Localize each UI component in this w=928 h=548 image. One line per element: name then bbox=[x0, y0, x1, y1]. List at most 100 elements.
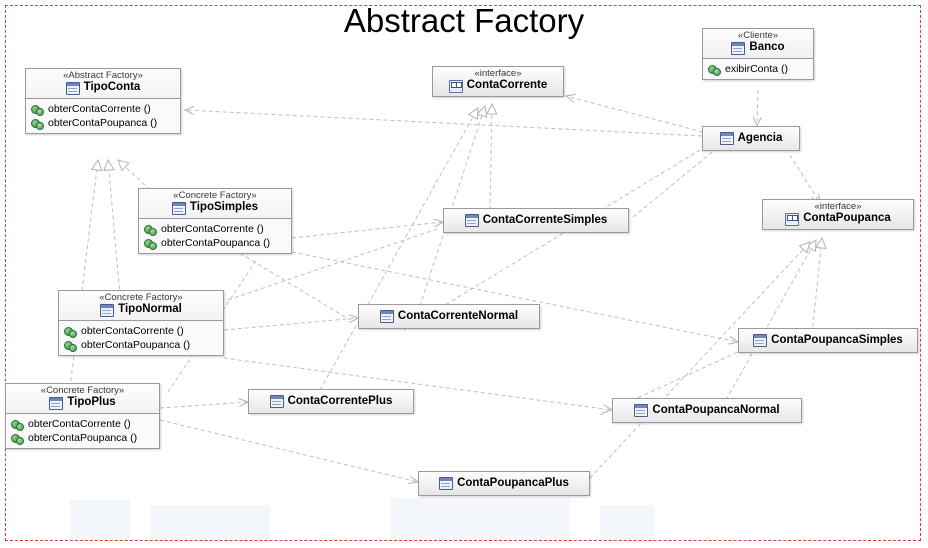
class-icon bbox=[100, 303, 115, 317]
node-members: exibirConta () bbox=[703, 58, 813, 79]
node-name-row: ContaCorrenteNormal bbox=[365, 310, 533, 324]
node-name-row: Banco bbox=[709, 41, 807, 55]
class-icon bbox=[464, 214, 479, 228]
member-row: obterContaPoupanca () bbox=[31, 116, 175, 130]
member-label: obterContaPoupanca () bbox=[161, 236, 271, 249]
node-header: ContaCorrentePlus bbox=[249, 390, 413, 413]
node-name: ContaPoupancaSimples bbox=[771, 334, 903, 346]
member-row: obterContaPoupanca () bbox=[64, 338, 218, 352]
method-icon bbox=[31, 103, 44, 116]
node-header: «interface» ContaPoupanca bbox=[763, 200, 913, 229]
class-icon bbox=[719, 132, 734, 146]
class-icon bbox=[379, 310, 394, 324]
node-tipoconta[interactable]: «Abstract Factory» TipoConta obterContaC… bbox=[25, 68, 181, 134]
divider bbox=[59, 319, 223, 321]
node-name-row: TipoPlus bbox=[12, 396, 153, 410]
node-contacorrenteplus[interactable]: ContaCorrentePlus bbox=[248, 389, 414, 415]
node-name: TipoNormal bbox=[118, 303, 182, 316]
node-header: «Cliente» Banco bbox=[703, 29, 813, 58]
node-name-row: ContaPoupanca bbox=[769, 212, 907, 226]
watermark-blob bbox=[600, 505, 655, 543]
member-label: obterContaCorrente () bbox=[81, 324, 184, 337]
node-contacorrentenormal[interactable]: ContaCorrenteNormal bbox=[358, 304, 540, 330]
node-contapoupancanormal[interactable]: ContaPoupancaNormal bbox=[612, 398, 802, 424]
node-name-row: ContaCorrenteSimples bbox=[450, 214, 622, 228]
method-icon bbox=[144, 237, 157, 250]
watermark-blob bbox=[70, 500, 130, 540]
node-header: ContaCorrenteSimples bbox=[444, 209, 628, 232]
node-name-row: ContaPoupancaPlus bbox=[425, 477, 583, 491]
node-banco[interactable]: «Cliente» Banco exibirConta () bbox=[702, 28, 814, 80]
node-tiponormal[interactable]: «Concrete Factory» TipoNormal obterConta… bbox=[58, 290, 224, 356]
node-name: ContaPoupanca bbox=[803, 212, 891, 225]
node-header: «Abstract Factory» TipoConta bbox=[26, 69, 180, 98]
node-name-row: TipoConta bbox=[32, 81, 174, 95]
node-header: ContaPoupancaPlus bbox=[419, 472, 589, 495]
node-agencia[interactable]: Agencia bbox=[702, 126, 800, 152]
divider bbox=[139, 217, 291, 219]
class-icon bbox=[753, 334, 768, 348]
node-name-row: TipoSimples bbox=[145, 201, 285, 215]
node-name-row: ContaCorrentePlus bbox=[255, 395, 407, 409]
node-stereotype: «Concrete Factory» bbox=[99, 292, 183, 303]
class-icon bbox=[171, 201, 186, 215]
watermark-blob bbox=[150, 505, 270, 543]
member-row: exibirConta () bbox=[708, 62, 808, 76]
node-stereotype: «Concrete Factory» bbox=[40, 385, 125, 396]
node-name: ContaCorrentePlus bbox=[287, 395, 393, 407]
node-header: ContaPoupancaSimples bbox=[739, 329, 917, 352]
class-icon bbox=[731, 41, 746, 55]
node-members: obterContaCorrente () obterContaPoupanca… bbox=[139, 218, 291, 253]
member-row: obterContaPoupanca () bbox=[11, 431, 154, 445]
member-label: obterContaPoupanca () bbox=[81, 338, 191, 351]
node-header: ContaPoupancaNormal bbox=[613, 399, 801, 422]
node-contapoupancasimples[interactable]: ContaPoupancaSimples bbox=[738, 328, 918, 354]
node-contapoupanca-interface[interactable]: «interface» ContaPoupanca bbox=[762, 199, 914, 230]
node-contacorrentesimples[interactable]: ContaCorrenteSimples bbox=[443, 208, 629, 234]
class-icon bbox=[49, 396, 64, 410]
interface-icon bbox=[785, 212, 800, 226]
divider bbox=[703, 57, 813, 59]
node-stereotype: «Cliente» bbox=[737, 30, 779, 41]
node-name: ContaCorrenteSimples bbox=[482, 214, 608, 226]
node-contapoupancaplus[interactable]: ContaPoupancaPlus bbox=[418, 471, 590, 497]
node-stereotype: «interface» bbox=[814, 201, 862, 212]
node-members: obterContaCorrente () obterContaPoupanca… bbox=[6, 413, 159, 448]
method-icon bbox=[11, 432, 24, 445]
node-header: «Concrete Factory» TipoSimples bbox=[139, 189, 291, 218]
node-tiposimples[interactable]: «Concrete Factory» TipoSimples obterCont… bbox=[138, 188, 292, 254]
method-icon bbox=[11, 418, 24, 431]
member-label: exibirConta () bbox=[725, 62, 789, 75]
node-members: obterContaCorrente () obterContaPoupanca… bbox=[59, 320, 223, 355]
node-contacorrente-interface[interactable]: «interface» ContaCorrente bbox=[432, 66, 564, 97]
node-name: TipoConta bbox=[83, 81, 141, 94]
node-tipoplus[interactable]: «Concrete Factory» TipoPlus obterContaCo… bbox=[5, 383, 160, 449]
member-label: obterContaPoupanca () bbox=[28, 431, 138, 444]
divider bbox=[6, 412, 159, 414]
node-stereotype: «Abstract Factory» bbox=[63, 70, 143, 81]
member-label: obterContaCorrente () bbox=[28, 417, 131, 430]
member-label: obterContaCorrente () bbox=[161, 222, 264, 235]
class-icon bbox=[65, 81, 80, 95]
member-label: obterContaCorrente () bbox=[48, 102, 151, 115]
node-name: Banco bbox=[749, 41, 785, 54]
node-name-row: ContaPoupancaSimples bbox=[745, 334, 911, 348]
node-header: «Concrete Factory» TipoPlus bbox=[6, 384, 159, 413]
member-row: obterContaCorrente () bbox=[64, 324, 218, 338]
node-members: obterContaCorrente () obterContaPoupanca… bbox=[26, 98, 180, 133]
interface-icon bbox=[448, 79, 463, 93]
method-icon bbox=[31, 117, 44, 130]
node-name: ContaPoupancaNormal bbox=[652, 404, 780, 416]
member-row: obterContaCorrente () bbox=[11, 417, 154, 431]
member-label: obterContaPoupanca () bbox=[48, 116, 158, 129]
node-name: ContaCorrenteNormal bbox=[397, 310, 519, 322]
member-row: obterContaCorrente () bbox=[144, 222, 286, 236]
node-header: «Concrete Factory» TipoNormal bbox=[59, 291, 223, 320]
node-name-row: Agencia bbox=[709, 132, 793, 146]
class-icon bbox=[439, 477, 454, 491]
node-name-row: ContaCorrente bbox=[439, 79, 557, 93]
watermark-blob bbox=[390, 498, 570, 543]
node-stereotype: «interface» bbox=[474, 68, 522, 79]
node-header: ContaCorrenteNormal bbox=[359, 305, 539, 328]
